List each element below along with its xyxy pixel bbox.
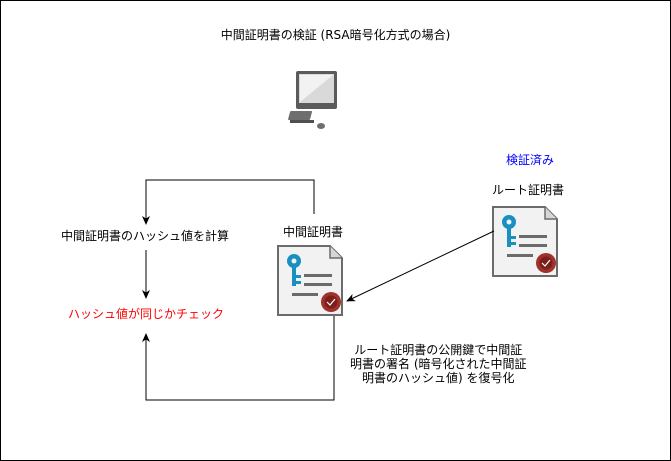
- intermediate-certificate-label: 中間証明書: [283, 225, 344, 239]
- arrow-decrypted-to-check: [142, 316, 335, 401]
- root-certificate-icon: [492, 206, 558, 277]
- decrypt-note: ルート証明書の公開鍵で中間証 明書の署名 (暗号化された中間証 明書のハッシュ値…: [350, 343, 527, 385]
- diagram-title: 中間証明書の検証 (RSA暗号化方式の場合): [220, 28, 451, 42]
- decrypt-note-line-1: ルート証明書の公開鍵で中間証: [354, 343, 523, 357]
- verified-label: 検証済み: [506, 153, 555, 167]
- arrow-intermediate-to-compute-hash: [142, 179, 315, 225]
- arrow-root-to-intermediate: [346, 230, 495, 302]
- intermediate-certificate-icon: [277, 245, 343, 316]
- compute-hash-label: 中間証明書のハッシュ値を計算: [61, 229, 230, 243]
- root-certificate-label: ルート証明書: [492, 183, 565, 197]
- decrypt-note-line-2: 明書の署名 (暗号化された中間証: [350, 357, 527, 371]
- check-hash-label: ハッシュ値が同じかチェック: [68, 307, 225, 321]
- computer-icon: [288, 71, 337, 129]
- decrypt-note-line-3: 明書のハッシュ値) を復号化: [362, 371, 515, 385]
